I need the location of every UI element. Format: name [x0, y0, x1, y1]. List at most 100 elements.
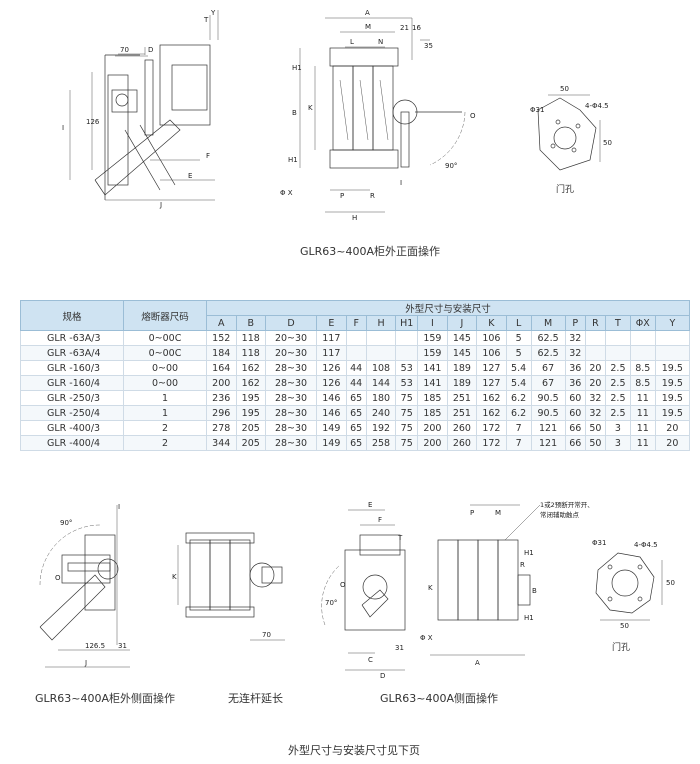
dim-header-cell: K: [476, 315, 507, 331]
dim-label: A: [475, 659, 480, 667]
dim-value-cell: 20~30: [264, 345, 318, 361]
dim-value-cell: 127: [476, 360, 507, 376]
model-cell: GLR -250/3: [20, 390, 124, 406]
dim-value-cell: 344: [206, 435, 237, 451]
top-left-side-drawing: 70 D T Y 126 I F E J: [62, 9, 219, 209]
dim-header-cell: B: [235, 315, 266, 331]
dim-label: Φ X: [280, 189, 293, 197]
dim-value-cell: [654, 345, 691, 361]
dim-header-cell: A: [206, 315, 237, 331]
model-cell: GLR -63A/4: [20, 345, 124, 361]
dim-value-cell: 62.5: [530, 345, 566, 361]
dim-label: T: [397, 534, 403, 542]
dim-label: 16: [412, 24, 421, 32]
dim-value-cell: 50: [584, 420, 607, 436]
dim-value-cell: 118: [235, 330, 266, 346]
dim-label: H1: [524, 614, 534, 622]
dim-value-cell: 5.4: [505, 375, 532, 391]
dim-value-cell: 296: [206, 405, 237, 421]
dim-value-cell: 141: [417, 375, 448, 391]
dim-label: Y: [210, 9, 216, 17]
fuse-cell: 1: [123, 405, 207, 421]
fuse-cell: 1: [123, 390, 207, 406]
dim-value-cell: 145: [446, 330, 478, 346]
caption-door-hole-bottom: 门孔: [612, 643, 631, 653]
caption-no-extension: 无连杆延长: [228, 692, 283, 705]
dim-value-cell: 117: [316, 345, 347, 361]
caption-front-view: GLR63~400A柜外正面操作: [300, 245, 441, 258]
dim-value-cell: 205: [235, 435, 266, 451]
dim-value-cell: 162: [235, 375, 266, 391]
dim-label: K: [308, 104, 313, 112]
dim-label: 90°: [60, 519, 72, 527]
dim-header-cell: I: [417, 315, 448, 331]
dim-label: P: [340, 192, 344, 200]
dim-label: P: [470, 509, 474, 517]
dim-value-cell: 75: [395, 405, 419, 421]
dim-header-cell: H1: [395, 315, 419, 331]
dim-value-cell: 36: [564, 360, 586, 376]
caption-side-left: GLR63~400A柜外侧面操作: [35, 692, 176, 705]
table-header-row: 规格 熔断器尺码 外型尺寸与安装尺寸: [20, 300, 690, 331]
bottom-left-side-drawing: 90° I O 126.5 31 J: [39, 503, 130, 668]
dim-label: N: [378, 38, 383, 46]
dim-value-cell: [345, 345, 367, 361]
dim-value-cell: 5.4: [505, 360, 532, 376]
dim-value-cell: 184: [206, 345, 237, 361]
dim-value-cell: 62.5: [530, 330, 566, 346]
dim-value-cell: 108: [365, 360, 397, 376]
dim-label: 50: [666, 579, 675, 587]
dim-value-cell: 159: [417, 330, 448, 346]
dim-label: O: [340, 581, 346, 589]
dim-value-cell: 7: [505, 435, 532, 451]
dim-value-cell: 3: [605, 435, 631, 451]
dim-value-cell: 258: [365, 435, 397, 451]
dim-label: I: [62, 124, 64, 132]
dim-label: T: [203, 16, 209, 24]
dim-value-cell: 28~30: [264, 435, 318, 451]
dim-value-cell: 205: [235, 420, 266, 436]
dim-label: O: [470, 112, 476, 120]
dim-label: 70°: [325, 599, 337, 607]
dim-value-cell: 121: [530, 435, 566, 451]
dim-value-cell: 75: [395, 420, 419, 436]
dim-label: D: [380, 672, 385, 680]
dim-label: H1: [292, 64, 302, 72]
dim-value-cell: 11: [629, 405, 656, 421]
dim-value-cell: [629, 345, 656, 361]
dim-value-cell: 5: [505, 330, 532, 346]
dim-label: 4-Φ4.5: [585, 102, 609, 110]
dim-value-cell: 65: [345, 390, 367, 406]
dim-value-cell: 11: [629, 390, 656, 406]
dim-value-cell: 106: [476, 330, 507, 346]
dim-label: R: [370, 192, 375, 200]
dim-header-cell: ΦX: [629, 315, 656, 331]
dim-header-cell: E: [316, 315, 347, 331]
dim-label: K: [428, 584, 433, 592]
dim-label: M: [495, 509, 501, 517]
dim-value-cell: 65: [345, 420, 367, 436]
dim-value-cell: 11: [629, 420, 656, 436]
dim-value-cell: 251: [446, 405, 478, 421]
dim-label: J: [84, 659, 87, 667]
contact-note-line-2: 常闭辅助触点: [540, 510, 580, 519]
dim-label: 70: [262, 631, 271, 639]
dim-label: 4-Φ4.5: [634, 541, 658, 549]
dim-value-cell: 66: [564, 435, 586, 451]
dim-header-cell: M: [530, 315, 566, 331]
dim-label: B: [292, 109, 297, 117]
dim-value-cell: [395, 345, 419, 361]
dim-value-cell: 28~30: [264, 420, 318, 436]
dim-label: 50: [603, 139, 612, 147]
dim-value-cell: [629, 330, 656, 346]
dim-label: C: [368, 656, 373, 664]
dim-value-cell: [365, 345, 397, 361]
dim-value-cell: 36: [564, 375, 586, 391]
dim-label: Φ31: [530, 106, 544, 114]
